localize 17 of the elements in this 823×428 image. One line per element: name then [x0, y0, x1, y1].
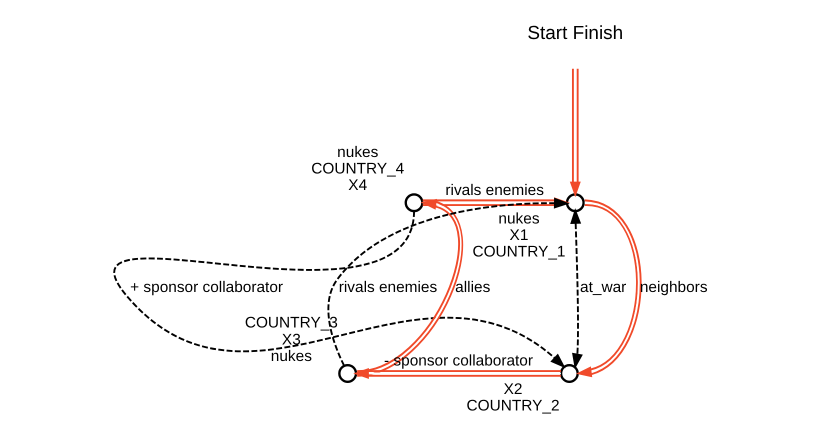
- node-label: COUNTRY_2: [466, 398, 560, 415]
- edge-label: rivals enemies: [338, 279, 438, 296]
- edge-label: rivals enemies: [445, 182, 544, 199]
- node-text: Start Finish: [527, 22, 624, 44]
- node-label: COUNTRY_3: [244, 314, 338, 332]
- node-label: nukes: [337, 144, 378, 161]
- node-label: nukes: [498, 210, 540, 228]
- edge-label: + sponsor collaborator: [130, 279, 284, 296]
- node-label: COUNTRY_1: [472, 244, 566, 261]
- node-label: X4: [348, 177, 368, 194]
- edge-label: allies: [455, 279, 490, 296]
- node-label: X1: [510, 226, 528, 244]
- edge-label: at_war: [580, 279, 626, 296]
- node-label: X3: [282, 331, 301, 348]
- node-label: nukes: [270, 348, 312, 365]
- node-label: X2: [504, 381, 522, 398]
- node-label: COUNTRY_4: [311, 160, 404, 178]
